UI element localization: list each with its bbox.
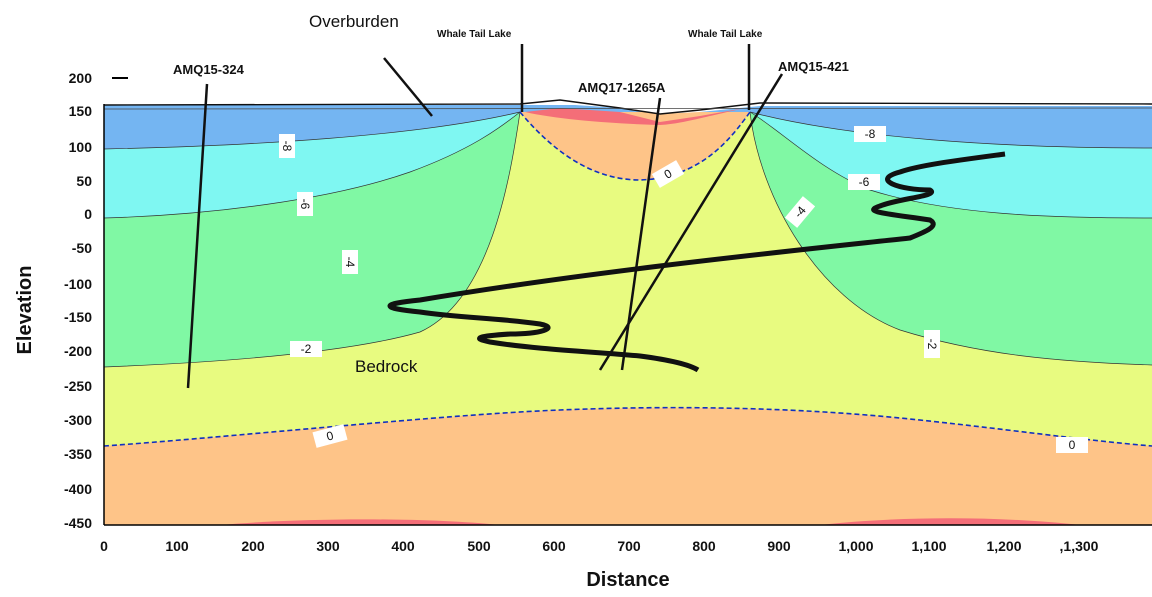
contour-label: -6: [848, 174, 880, 190]
zero-contour-deep: [103, 406, 1152, 447]
x-axis-title: Distance: [586, 569, 669, 591]
contour-label: 0: [651, 160, 685, 188]
x-tick-label: 200: [241, 538, 265, 554]
y-tick-label: -100: [64, 276, 92, 292]
well-label-amq15-421: AMQ15-421: [778, 59, 849, 74]
y-tick-label: -350: [64, 446, 92, 462]
y-tick-label: -150: [64, 309, 92, 325]
zone-blue: [104, 105, 1152, 149]
zero-contour-lake: [519, 111, 751, 181]
well-label-amq15-324: AMQ15-324: [173, 62, 245, 77]
y-axis-ticks: 200 150 100 50 0 -50 -100 -150 -200 -250…: [64, 70, 92, 531]
thick-wavy-trace: [387, 151, 1006, 373]
zone-lake-red: [525, 108, 745, 125]
svg-text:-8: -8: [865, 127, 876, 141]
lake-label-right: Whale Tail Lake: [688, 29, 763, 40]
svg-text:0: 0: [325, 428, 335, 443]
x-tick-label: 1,000: [838, 538, 873, 554]
x-tick-label: 300: [316, 538, 340, 554]
well-label-amq17-1265a: AMQ17-1265A: [578, 80, 666, 95]
contour-label: -2: [290, 341, 322, 357]
overburden-label: Overburden: [309, 12, 399, 31]
x-tick-label: 500: [467, 538, 491, 554]
y-tick-label: 200: [69, 70, 93, 86]
y-tick-label: -450: [64, 515, 92, 531]
lake-label-left: Whale Tail Lake: [437, 29, 512, 40]
x-tick-label: 800: [692, 538, 716, 554]
plot-frame: [103, 77, 1152, 526]
bedrock-label: Bedrock: [355, 357, 418, 376]
y-tick-label: -300: [64, 412, 92, 428]
contour-line: [103, 111, 521, 368]
well-trace-amq15-421: [598, 73, 784, 371]
svg-text:-8: -8: [280, 141, 294, 152]
zero-contours: [103, 111, 1152, 447]
y-tick-label: 100: [69, 139, 93, 155]
contour-label: -4: [784, 196, 816, 228]
overburden-base-line: [103, 107, 1152, 110]
x-tick-label: 0: [100, 538, 108, 554]
zone-bottom-red-right: [820, 518, 1080, 525]
zone-lake-orange: [520, 112, 750, 180]
y-tick-label: -50: [72, 240, 92, 256]
svg-text:-2: -2: [925, 339, 939, 350]
y-tick-label: 0: [84, 206, 92, 222]
wells: [186, 44, 784, 389]
y-tick-label: -200: [64, 343, 92, 359]
zone-bottom-red-left: [220, 519, 500, 525]
x-tick-label: 100: [165, 538, 189, 554]
x-tick-label: ,1,300: [1060, 538, 1099, 554]
svg-text:-2: -2: [301, 342, 312, 356]
svg-text:-6: -6: [859, 175, 870, 189]
svg-text:-4: -4: [343, 257, 357, 268]
x-tick-label: 700: [617, 538, 641, 554]
contour-label: -8: [279, 134, 295, 158]
x-tick-label: 1,100: [911, 538, 946, 554]
svg-text:0: 0: [1069, 438, 1076, 452]
contour-zones: [104, 0, 1152, 525]
contour-line: [749, 111, 1152, 366]
contour-label: 0: [1056, 437, 1088, 453]
x-tick-label: 600: [542, 538, 566, 554]
y-axis-title: Elevation: [14, 266, 36, 355]
contour-label: -2: [924, 330, 940, 358]
contour-lines: [103, 99, 1152, 368]
y-tick-label: 150: [69, 103, 93, 119]
contour-line: [749, 111, 1152, 219]
contour-label: -4: [342, 250, 358, 274]
contour-line: [103, 111, 521, 150]
x-axis-ticks: 0 100 200 300 400 500 600 700 800 900 1,…: [100, 538, 1099, 554]
contour-line: [103, 111, 521, 219]
svg-text:-6: -6: [298, 199, 312, 210]
contour-line: [749, 111, 1152, 149]
x-tick-label: 900: [767, 538, 791, 554]
y-tick-label: -250: [64, 378, 92, 394]
y-tick-label: -400: [64, 481, 92, 497]
contour-label: -6: [297, 192, 313, 216]
x-tick-label: 1,200: [986, 538, 1021, 554]
x-tick-label: 400: [391, 538, 415, 554]
well-trace-amq15-324: [186, 83, 209, 389]
sky-mask: [104, 0, 1152, 114]
y-tick-label: 50: [76, 173, 92, 189]
overburden-pointer: [383, 57, 433, 117]
contour-label: -8: [854, 126, 886, 142]
